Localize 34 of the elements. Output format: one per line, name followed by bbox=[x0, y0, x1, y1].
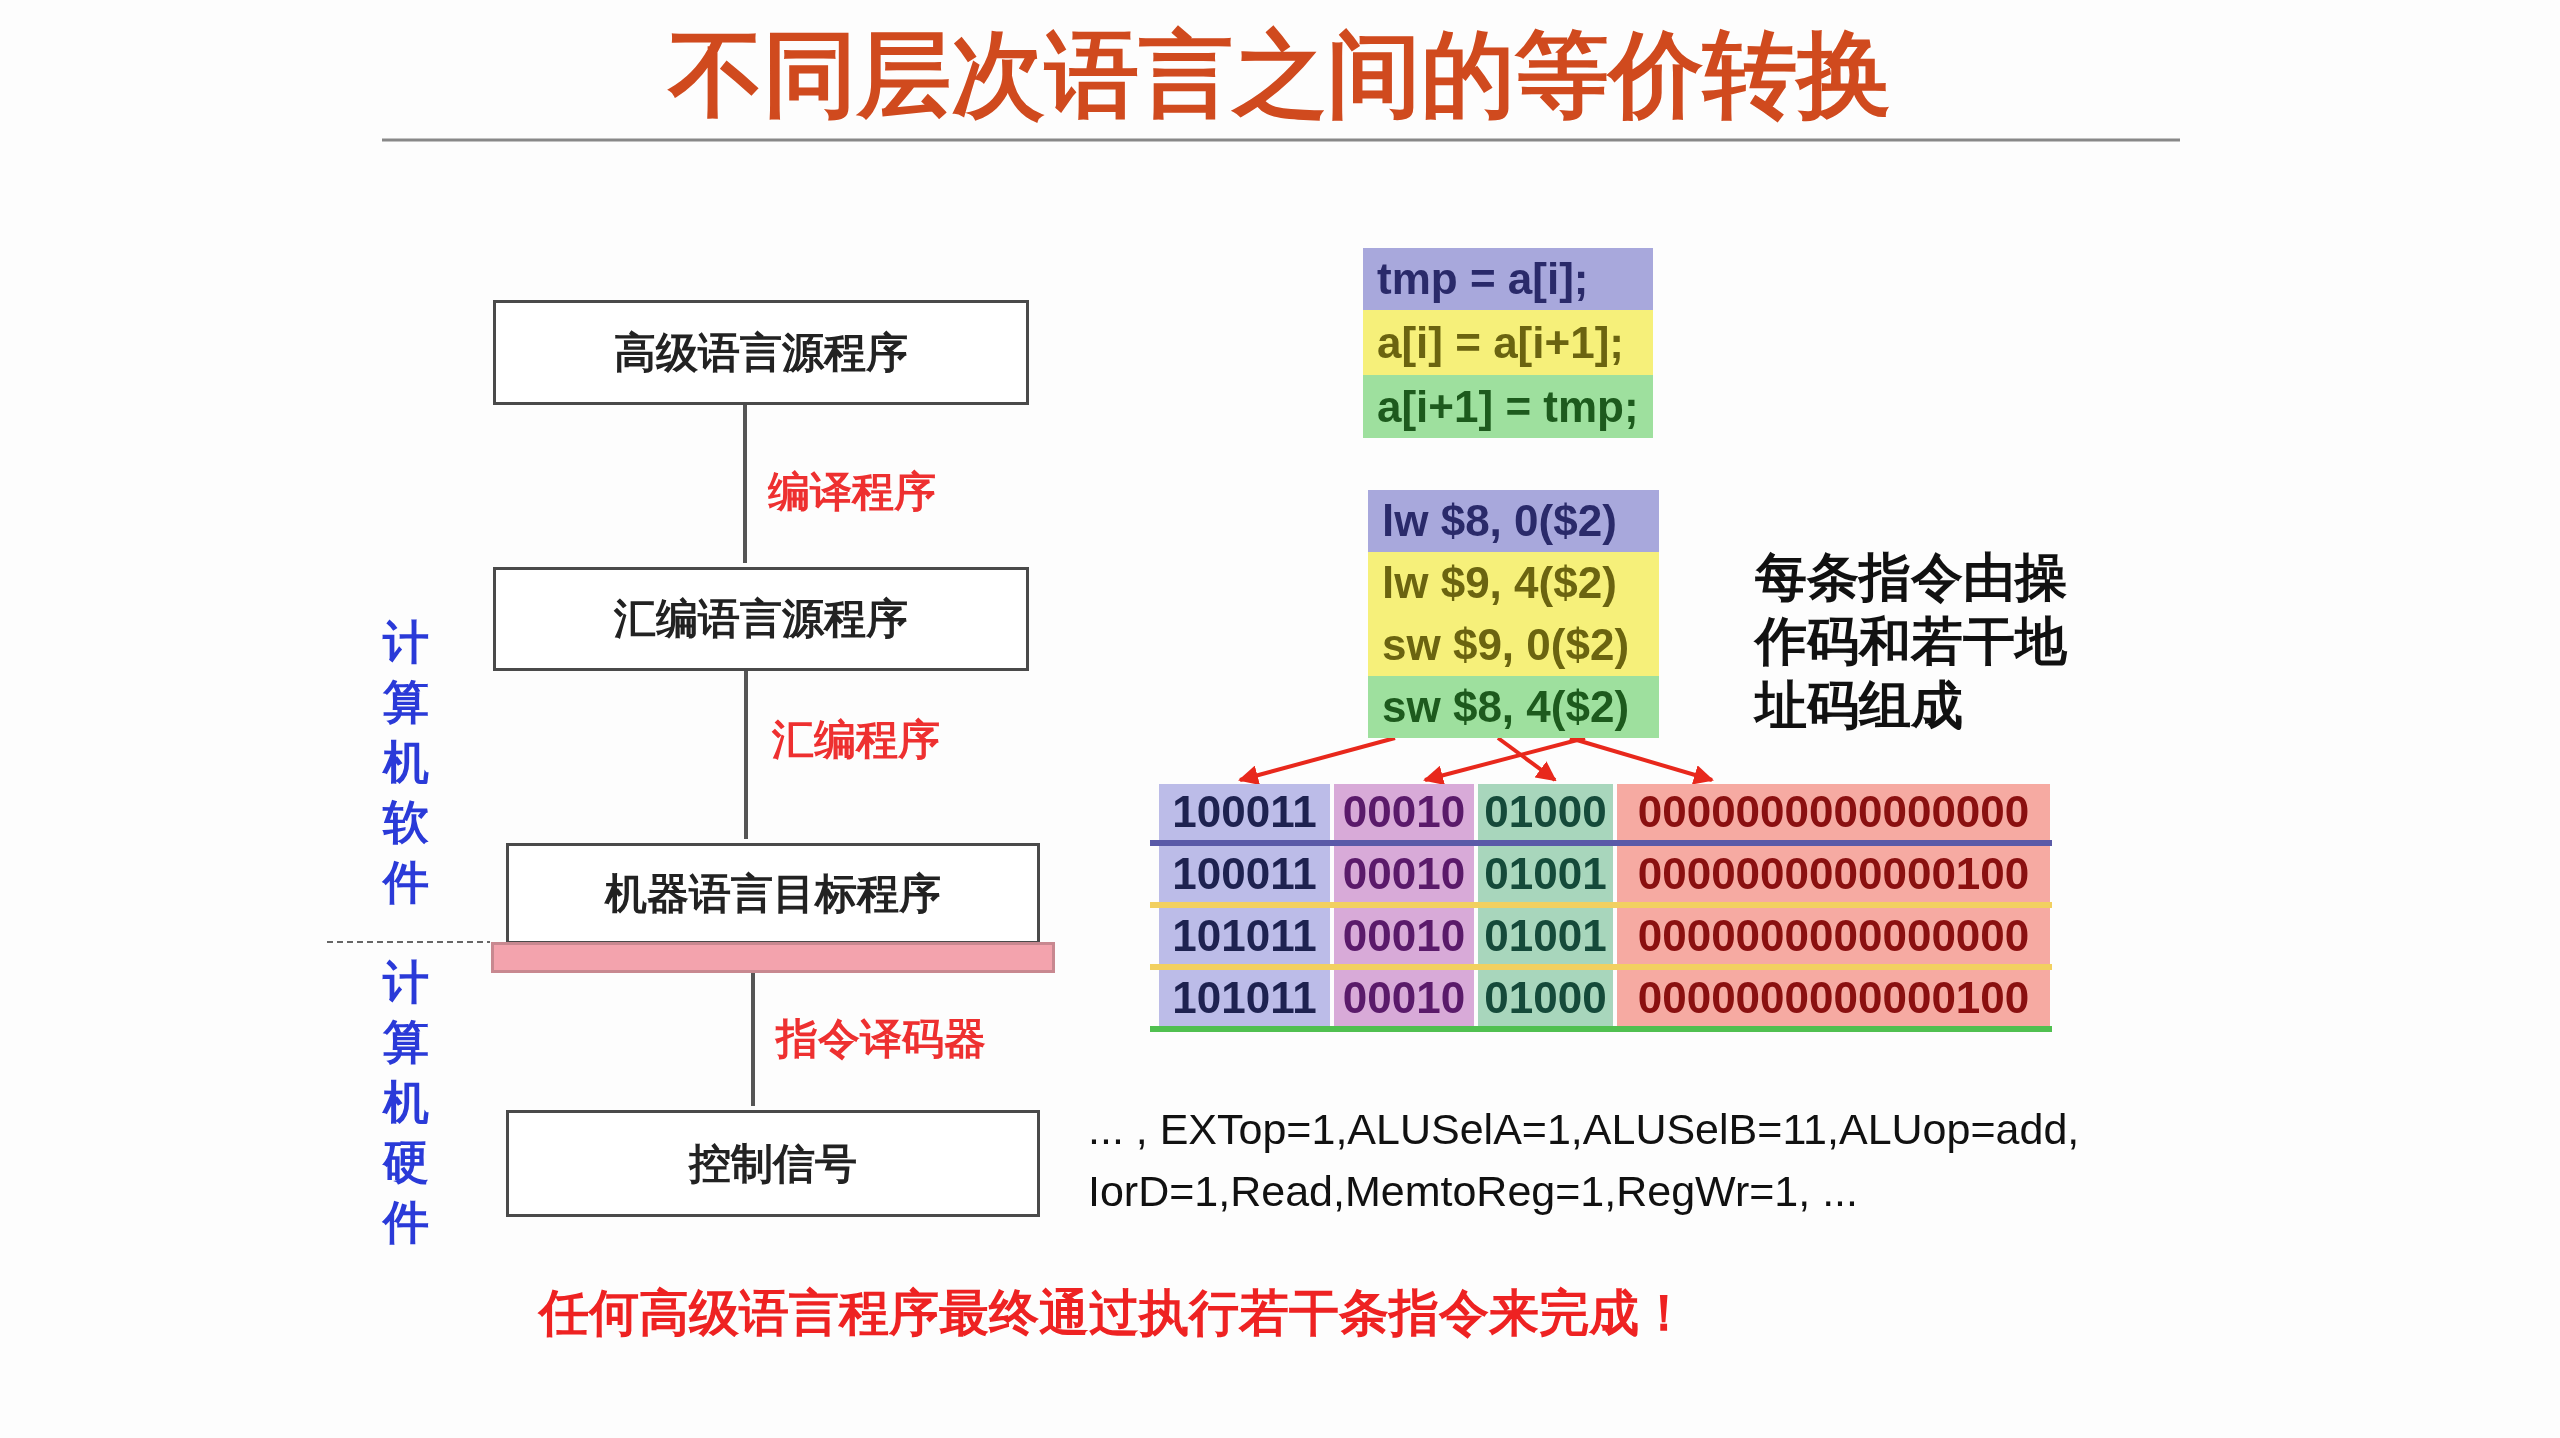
arrow bbox=[1238, 736, 1396, 785]
process-box: 高级语言源程序 bbox=[493, 300, 1029, 405]
binary-field-cell: 100011 bbox=[1159, 784, 1330, 840]
binary-field-cell: 01000 bbox=[1478, 970, 1613, 1026]
binary-field-cell: 0000000000000000 bbox=[1617, 784, 2050, 840]
process-box: 汇编语言源程序 bbox=[493, 567, 1029, 671]
binary-field-cell: 00010 bbox=[1334, 970, 1474, 1026]
binary-field-cell: 100011 bbox=[1159, 846, 1330, 902]
binary-field-cell: 0000000000000000 bbox=[1617, 908, 2050, 964]
binary-field-cell: 101011 bbox=[1159, 908, 1330, 964]
control-signal-text: ... , EXTop=1,ALUSelA=1,ALUSelB=11,ALUop=add, IorD=1,Read,MemtoReg=1,RegWr=1, ... bbox=[1088, 1104, 2081, 1217]
arrow bbox=[1423, 736, 1586, 786]
connector-line bbox=[744, 671, 748, 839]
arrow bbox=[1496, 736, 1557, 782]
connector-line bbox=[751, 973, 755, 1106]
binary-field-cell: 00010 bbox=[1334, 846, 1474, 902]
note-text: 每条指令由操作码和若干地址码组成 bbox=[1755, 547, 2068, 736]
binary-field-cell: 01000 bbox=[1478, 784, 1613, 840]
binary-field-cell: 0000000000000100 bbox=[1617, 970, 2050, 1026]
binary-field-cell: 00010 bbox=[1334, 908, 1474, 964]
slide-title: 不同层次语言之间的等价转换 bbox=[666, 21, 1892, 129]
conclusion-text: 任何高级语言程序最终通过执行若干条指令来完成！ bbox=[539, 1284, 1689, 1343]
memory-bar bbox=[491, 942, 1055, 973]
process-box: 机器语言目标程序 bbox=[506, 843, 1040, 944]
binary-field-cell: 01001 bbox=[1478, 908, 1613, 964]
binary-field-cell: 0000000000000100 bbox=[1617, 846, 2050, 902]
process-box: 控制信号 bbox=[506, 1110, 1040, 1217]
vertical-label: 计算机硬件 bbox=[381, 955, 430, 1250]
binary-field-cell: 00010 bbox=[1334, 784, 1474, 840]
connector-line bbox=[743, 405, 747, 563]
arrow bbox=[1569, 736, 1714, 785]
vertical-label: 计算机软件 bbox=[381, 615, 430, 910]
binary-field-cell: 101011 bbox=[1159, 970, 1330, 1026]
binary-field-cell: 01001 bbox=[1478, 846, 1613, 902]
